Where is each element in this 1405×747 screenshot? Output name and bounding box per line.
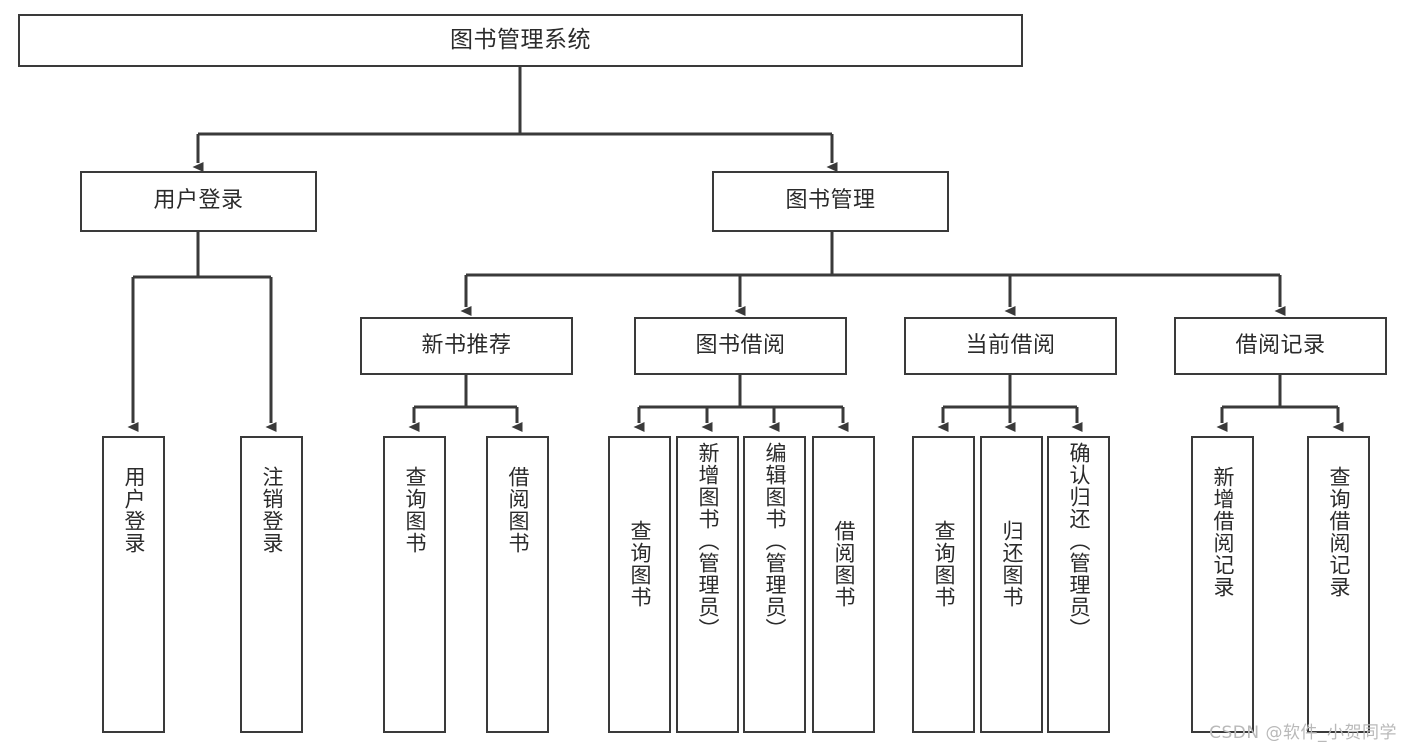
node-new-book-recommend[interactable]: 新书推荐 [360,317,573,375]
leaf-borrow-book[interactable]: 借阅图书 [812,436,875,733]
leaf-confirm-return-admin[interactable]: 确认归还（管理员） [1047,436,1110,733]
leaf-add-book-admin[interactable]: 新增图书（管理员） [676,436,739,733]
leaf-query-borrow-record[interactable]: 查询借阅记录 [1307,436,1370,733]
leaf-query-book-borrow[interactable]: 查询图书 [608,436,671,733]
node-book-borrow[interactable]: 图书借阅 [634,317,847,375]
leaf-label: 新增图书（管理员） [695,442,720,640]
node-user-login[interactable]: 用户登录 [80,171,317,232]
leaf-add-borrow-record[interactable]: 新增借阅记录 [1191,436,1254,733]
leaf-label: 借阅图书 [831,520,856,608]
leaf-label: 查询图书 [931,520,956,608]
node-root[interactable]: 图书管理系统 [18,14,1023,67]
leaf-label: 用户登录 [121,466,146,554]
leaf-label: 查询图书 [402,466,427,554]
leaf-borrow-book-new[interactable]: 借阅图书 [486,436,549,733]
leaf-label: 查询图书 [627,520,652,608]
leaf-label: 注销登录 [259,466,284,554]
node-current-borrow[interactable]: 当前借阅 [904,317,1117,375]
leaf-logout[interactable]: 注销登录 [240,436,303,733]
leaf-label: 借阅图书 [505,466,530,554]
leaf-label: 新增借阅记录 [1210,466,1235,598]
leaf-edit-book-admin[interactable]: 编辑图书（管理员） [743,436,806,733]
leaf-label: 编辑图书（管理员） [762,442,787,640]
watermark: CSDN @软件_小贺同学 [1209,723,1397,743]
node-borrow-record[interactable]: 借阅记录 [1174,317,1387,375]
leaf-user-login[interactable]: 用户登录 [102,436,165,733]
leaf-label: 归还图书 [999,520,1024,608]
leaf-query-book-new[interactable]: 查询图书 [383,436,446,733]
node-book-management[interactable]: 图书管理 [712,171,949,232]
leaf-return-book[interactable]: 归还图书 [980,436,1043,733]
leaf-label: 确认归还（管理员） [1066,442,1091,640]
leaf-query-book-current[interactable]: 查询图书 [912,436,975,733]
leaf-label: 查询借阅记录 [1326,466,1351,598]
